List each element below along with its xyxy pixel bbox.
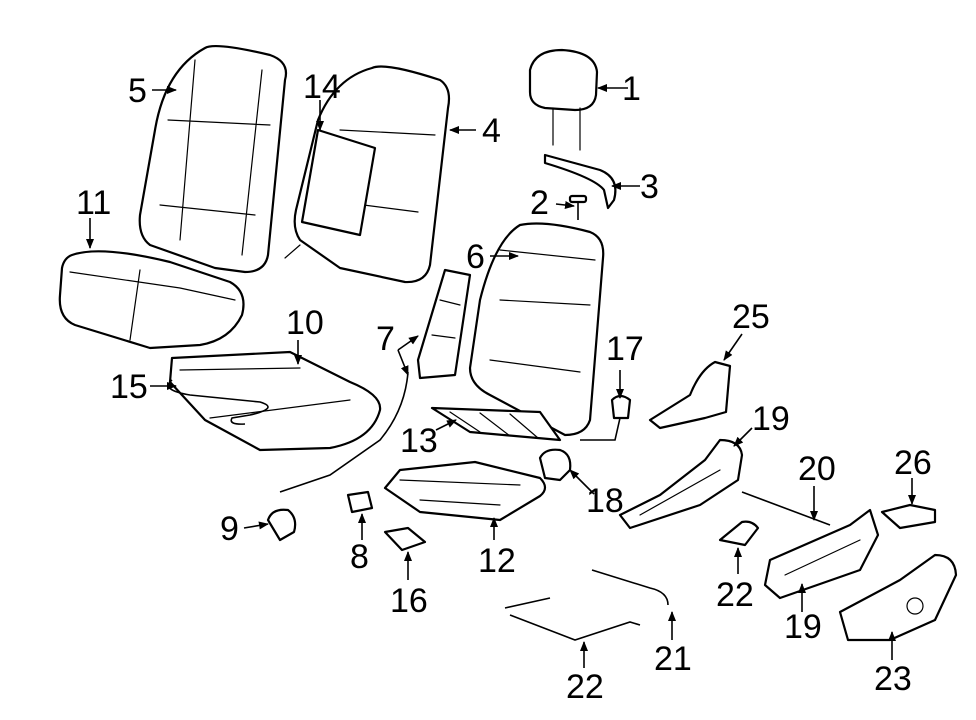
callout-23: 22: [716, 576, 754, 614]
callout-10: 10: [286, 304, 324, 342]
part-10-cushion-pad: [167, 350, 382, 452]
callout-24: 23: [874, 660, 912, 698]
part-19-track-lower: [763, 508, 880, 600]
leader-lines: [86, 84, 916, 668]
callout-14: 14: [303, 68, 341, 106]
callout-12: 12: [478, 542, 516, 580]
callout-labels: 5 14 4 1 3 2 6 11 10 15 7 13 9 8 16 12 1…: [76, 68, 932, 706]
part-2-bolt: [568, 194, 588, 220]
callout-25: 25: [732, 298, 770, 336]
part-26-cap: [880, 503, 937, 530]
callout-3: 3: [640, 168, 659, 206]
part-20-rod: [741, 491, 831, 526]
callout-13: 13: [400, 422, 438, 460]
part-11-cushion-cover: [58, 250, 245, 350]
callout-9: 9: [220, 510, 239, 548]
part-23-handle: [718, 520, 760, 547]
callout-11: 11: [76, 184, 111, 222]
callout-15: 15: [110, 368, 148, 406]
callout-17: 17: [606, 330, 644, 368]
part-24-shield: [838, 553, 958, 642]
part-7-panel: [279, 268, 472, 493]
part-1-headrest: [528, 48, 599, 151]
callout-20: 20: [798, 450, 836, 488]
callout-7: 7: [376, 320, 395, 358]
callout-21: 21: [654, 640, 692, 678]
part-3-guide: [543, 153, 617, 210]
callout-6: 6: [466, 238, 485, 276]
part-8-clip: [346, 490, 374, 514]
callout-2: 2: [530, 184, 549, 222]
part-4-seatback-assembly: [284, 65, 451, 284]
part-21-rod: [591, 569, 669, 606]
part-13-mat: [430, 406, 562, 442]
part-25-bracket: [648, 360, 732, 430]
callout-22: 22: [566, 668, 604, 706]
callout-19-lower: 19: [784, 608, 822, 646]
callout-8: 8: [350, 538, 369, 576]
part-14-panel: [300, 128, 377, 237]
part-5-seatback-cover: [138, 45, 288, 274]
part-16-bracket: [383, 526, 427, 552]
callout-5: 5: [128, 72, 147, 110]
part-19-track-upper: [618, 438, 744, 530]
callout-19-upper: 19: [752, 400, 790, 438]
part-12-cushion-frame: [383, 460, 547, 522]
callout-16: 16: [390, 582, 428, 620]
callout-18: 18: [586, 482, 624, 520]
callout-1: 1: [622, 70, 641, 108]
callout-4: 4: [482, 112, 501, 150]
part-6-back-frame: [468, 222, 605, 437]
part-9-knob: [266, 508, 297, 542]
part-18-knob: [538, 448, 572, 482]
callout-26: 26: [894, 444, 932, 482]
part-22-rod: [504, 597, 641, 641]
